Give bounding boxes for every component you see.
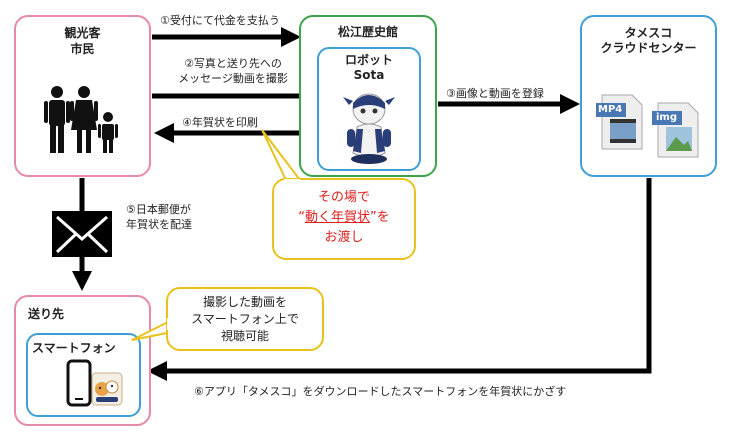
museum-box: 松江歴史館 ロボット Sota <box>299 15 437 177</box>
cloud-label-line2: クラウドセンター <box>600 41 697 55</box>
museum-title: 松江歴史館 <box>337 25 398 39</box>
step5-line2: 年賀状を配達 <box>126 218 192 231</box>
envelope-icon <box>52 211 112 257</box>
callout-handover: その場で “動く年賀状”を お渡し <box>272 178 416 260</box>
recipient-title: 送り先 <box>28 307 65 321</box>
smartphone-box: スマートフォン <box>26 333 141 417</box>
step6-label: ⑥アプリ「タメスコ」をダウンロードしたスマートフォンを年賀状にかざす <box>194 385 567 398</box>
step1-label: ①受付にて代金を支払う <box>160 14 280 27</box>
recipient-box: 送り先 スマートフォン <box>14 295 151 426</box>
tourist-box: 観光客 市民 <box>14 15 151 177</box>
callout-handover-seam <box>284 179 300 183</box>
step4-label: ④年賀状を印刷 <box>182 116 258 129</box>
handover-line3: お渡し <box>324 230 364 245</box>
img-file-icon: img <box>652 101 702 159</box>
handover-suffix: を <box>376 210 390 225</box>
handover-line1: その場で <box>317 190 370 205</box>
step2-label: ②写真と送り先への メッセージ動画を撮影 <box>158 56 308 86</box>
robot-label-line2: Sota <box>353 68 385 82</box>
cloud-label-line1: タメスコ <box>624 26 673 40</box>
robot-icon <box>343 93 395 164</box>
arrow-step6 <box>147 178 652 381</box>
smartphone-label: スマートフォン <box>32 341 116 355</box>
step2-line2: メッセージ動画を撮影 <box>178 72 288 85</box>
handover-line2: “動く年賀状”を <box>274 208 414 228</box>
tourist-label-line1: 観光客 <box>64 26 101 40</box>
view-line3: 視聴可能 <box>220 329 269 343</box>
step2-line1: ②写真と送り先への <box>184 57 282 70</box>
robot-box: ロボット Sota <box>317 47 421 171</box>
callout-view-seam <box>167 318 171 330</box>
robot-label-line1: ロボット <box>344 53 393 67</box>
tourist-label-line2: 市民 <box>70 42 95 56</box>
callout-view: 撮影した動画を スマートフォン上で 視聴可能 <box>166 287 324 351</box>
cloud-center-box: タメスコ クラウドセンター MP4 img <box>580 15 717 177</box>
view-line1: 撮影した動画を <box>202 295 287 309</box>
family-icon <box>44 86 118 153</box>
handover-quote-close: ” <box>370 210 377 225</box>
step3-label: ③画像と動画を登録 <box>446 87 544 100</box>
smartphone-icon <box>66 359 123 407</box>
handover-emphasis: 動く年賀状 <box>304 210 370 225</box>
mp4-label: MP4 <box>598 104 623 115</box>
view-line2: スマートフォン上で <box>191 312 299 326</box>
step5-label: ⑤日本郵便が 年賀状を配達 <box>126 202 192 232</box>
handover-quote-open: “ <box>298 210 305 225</box>
img-label: img <box>656 112 678 123</box>
mp4-file-icon: MP4 <box>596 93 646 151</box>
step5-line1: ⑤日本郵便が <box>126 203 191 216</box>
